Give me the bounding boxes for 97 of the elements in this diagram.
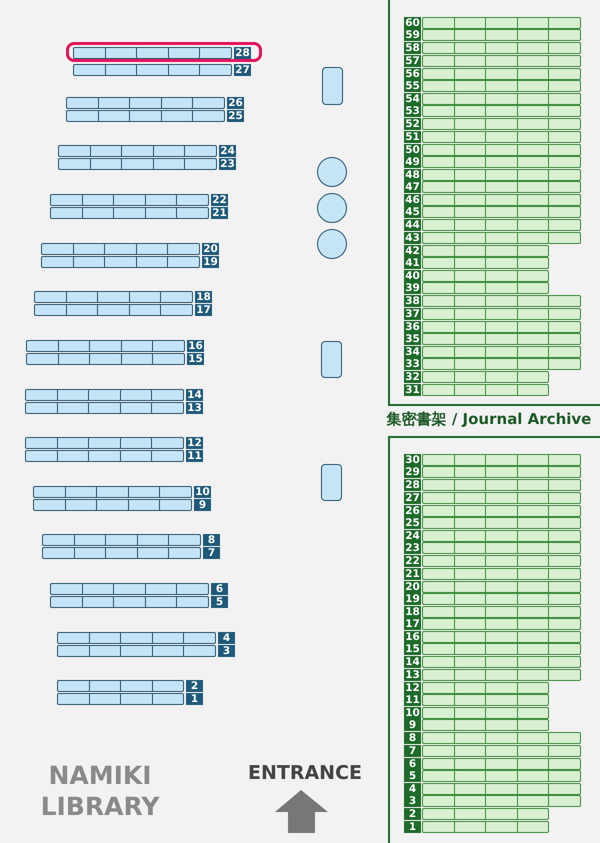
shelf-number: 2 <box>186 680 203 692</box>
shelf-number: 46 <box>404 194 421 206</box>
shelf-number: 21 <box>404 568 421 580</box>
shelf-number: 13 <box>186 402 203 414</box>
shelf-number: 27 <box>234 64 251 76</box>
shelf-number: 19 <box>404 592 421 605</box>
shelf-number: 16 <box>404 631 421 644</box>
shelf-number: 52 <box>404 118 421 130</box>
shelf-number: 7 <box>404 744 421 757</box>
shelf-number: 45 <box>404 206 421 218</box>
shelf-number: 15 <box>404 643 421 656</box>
library-name: NAMIKI LIBRARY <box>40 760 160 822</box>
shelf-number: 5 <box>404 770 421 782</box>
shelf-number: 34 <box>404 346 421 358</box>
shelf-number: 11 <box>186 450 203 462</box>
shelf-number: 14 <box>186 389 203 401</box>
shelf-number: 57 <box>404 54 421 67</box>
shelf-number: 50 <box>404 144 421 156</box>
shelf-number: 5 <box>211 596 228 608</box>
shelf-number: 20 <box>202 243 219 255</box>
shelf-number: 10 <box>404 707 421 719</box>
shelf-number: 54 <box>404 92 421 105</box>
shelf-number: 32 <box>404 371 421 384</box>
shelf-number: 29 <box>404 466 421 478</box>
shelf-number: 25 <box>227 110 244 122</box>
shelf-number: 44 <box>404 219 421 232</box>
shelf-number: 31 <box>404 384 421 396</box>
shelf-number: 26 <box>227 97 244 109</box>
shelf-number: 28 <box>404 479 421 492</box>
shelf-number: 21 <box>211 207 228 219</box>
shelf-number: 33 <box>404 358 421 370</box>
shelf-number: 25 <box>404 516 421 529</box>
shelf-number: 23 <box>404 542 421 554</box>
shelf-number: 17 <box>195 304 212 316</box>
shelf-number: 48 <box>404 168 421 181</box>
shelf-number: 9 <box>194 499 211 511</box>
shelf-number: 2 <box>404 808 421 820</box>
shelf-number: 8 <box>203 534 220 546</box>
shelf-number: 6 <box>211 583 228 595</box>
shelf-number: 17 <box>404 618 421 630</box>
shelf-number: 4 <box>404 782 421 795</box>
shelf-number: 26 <box>404 504 421 517</box>
shelf-number: 3 <box>404 795 421 808</box>
shelf-number: 10 <box>194 486 211 498</box>
section-heading: 集密書架 / Journal Archive <box>386 410 592 429</box>
shelf-number: 6 <box>404 758 421 770</box>
shelf-number: 12 <box>404 682 421 694</box>
reading-table <box>321 341 342 378</box>
shelf-number: 47 <box>404 181 421 194</box>
shelf-number: 39 <box>404 282 421 294</box>
shelf-number: 23 <box>219 158 236 170</box>
shelf-number: 12 <box>186 437 203 449</box>
reading-table <box>321 464 342 501</box>
shelf-number: 56 <box>404 68 421 80</box>
shelf-number: 40 <box>404 270 421 282</box>
shelf-number: 55 <box>404 80 421 92</box>
shelf-number: 11 <box>404 694 421 706</box>
reading-table <box>322 67 343 105</box>
shelf-number: 42 <box>404 244 421 257</box>
shelf-number: 49 <box>404 156 421 168</box>
shelf-number: 28 <box>234 47 251 59</box>
shelf-number: 27 <box>404 492 421 504</box>
shelf-number: 24 <box>219 145 236 157</box>
shelf-number: 3 <box>218 645 235 657</box>
shelf-number: 53 <box>404 105 421 118</box>
shelf-number: 8 <box>404 732 421 744</box>
shelf-number: 35 <box>404 332 421 345</box>
shelf-number: 1 <box>186 693 203 705</box>
shelf-number: 1 <box>404 820 421 832</box>
shelf-number: 38 <box>404 295 421 308</box>
shelf-number: 16 <box>187 340 204 352</box>
shelf-number: 14 <box>404 656 421 668</box>
round-table <box>317 157 347 187</box>
shelf-number: 18 <box>195 291 212 303</box>
shelf-number: 22 <box>211 194 228 206</box>
shelf-number: 36 <box>404 320 421 333</box>
round-table <box>317 229 347 259</box>
round-table <box>317 193 347 223</box>
shelf-number: 43 <box>404 232 421 244</box>
shelf-number: 58 <box>404 42 421 54</box>
entrance-label: ENTRANCE <box>247 762 363 784</box>
shelf-number: 18 <box>404 606 421 618</box>
shelf-number: 30 <box>404 454 421 466</box>
shelf-number: 20 <box>404 580 421 592</box>
shelf-number: 13 <box>404 668 421 681</box>
shelf-number: 22 <box>404 555 421 568</box>
shelf-number: 9 <box>404 719 421 732</box>
shelf-number: 19 <box>202 256 219 268</box>
shelf-number: 51 <box>404 130 421 142</box>
shelf-number: 24 <box>404 530 421 542</box>
shelf-number: 37 <box>404 308 421 320</box>
shelf-number: 59 <box>404 29 421 42</box>
shelf-number: 60 <box>404 17 421 29</box>
shelf-number: 7 <box>203 547 220 559</box>
shelf-number: 15 <box>187 353 204 365</box>
shelf-number: 41 <box>404 257 421 269</box>
shelf-number: 4 <box>218 632 235 644</box>
